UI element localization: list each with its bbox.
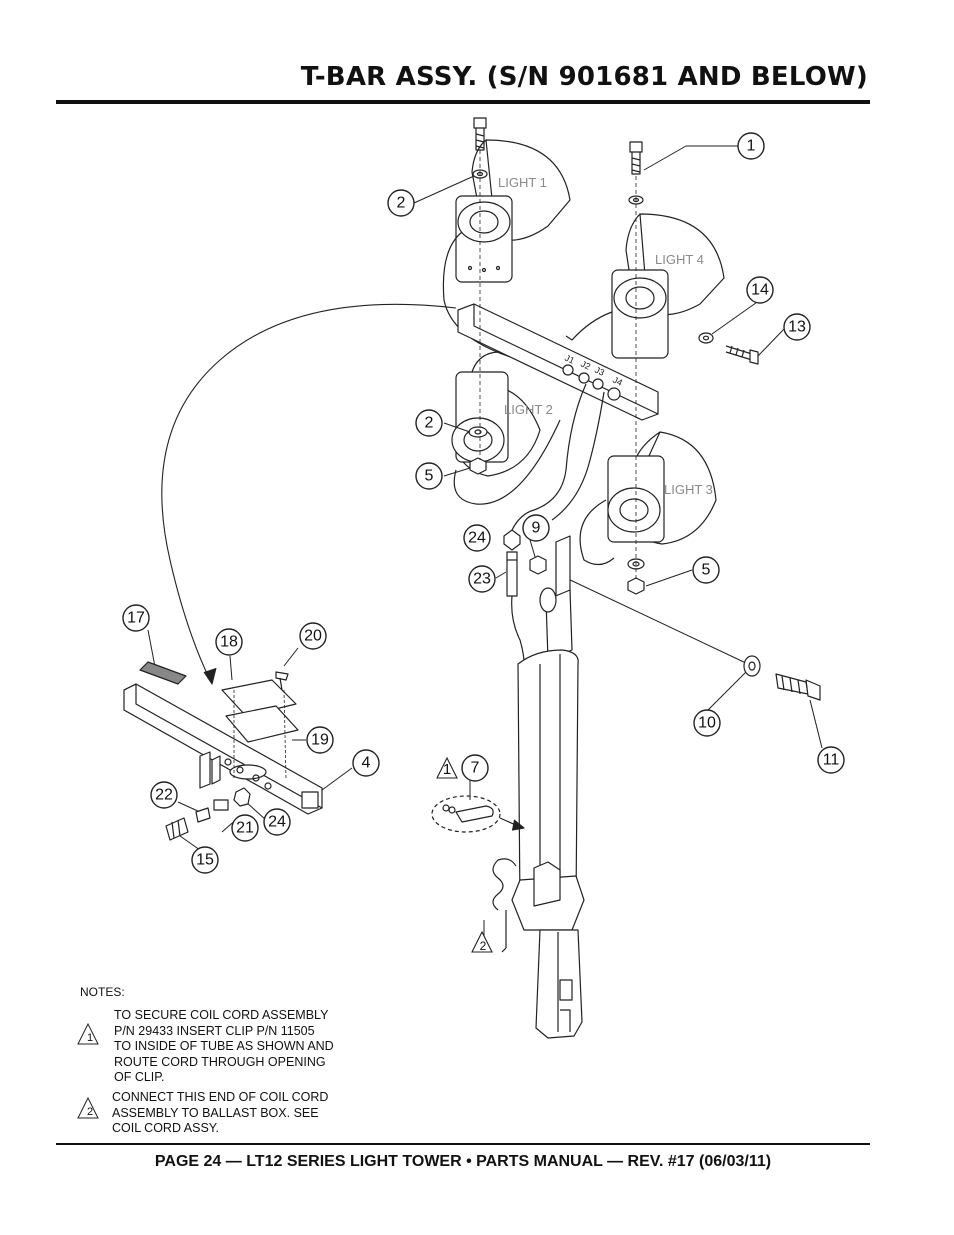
note-marker-1-diagram: 1 <box>436 756 458 779</box>
light-4-fixture <box>565 213 725 359</box>
callout-15: 15 <box>191 846 219 874</box>
svg-text:1: 1 <box>747 138 756 155</box>
jack-label-j4: J4 <box>611 375 624 388</box>
clip-detail <box>431 795 525 833</box>
pivot-bolt <box>743 655 821 701</box>
jack-label-j3: J3 <box>593 365 606 378</box>
note-2-line: COIL CORD ASSY. <box>112 1121 219 1135</box>
callout-23: 23 <box>468 565 496 593</box>
note-1-line: TO INSIDE OF TUBE AS SHOWN AND <box>114 1039 334 1053</box>
mounting-hardware <box>468 117 759 595</box>
callout-14: 14 <box>746 276 774 304</box>
svg-text:24: 24 <box>268 814 286 831</box>
svg-text:11: 11 <box>823 752 840 769</box>
svg-text:5: 5 <box>702 562 711 579</box>
footer-rule <box>56 1143 870 1145</box>
note-marker-2-diagram: 2 <box>471 930 493 953</box>
callout-24b: 24 <box>263 808 291 836</box>
callout-20: 20 <box>299 622 327 650</box>
note-2-line: CONNECT THIS END OF COIL CORD <box>112 1090 329 1104</box>
svg-text:21: 21 <box>236 820 254 837</box>
svg-text:4: 4 <box>362 755 371 772</box>
svg-text:2: 2 <box>480 939 487 953</box>
light-4-label: LIGHT 4 <box>655 252 704 267</box>
note-1-line: ROUTE CORD THROUGH OPENING <box>114 1054 326 1069</box>
svg-text:7: 7 <box>471 760 480 777</box>
light-3-label: LIGHT 3 <box>664 482 713 497</box>
svg-text:13: 13 <box>788 319 806 336</box>
svg-text:19: 19 <box>311 732 329 749</box>
callout-4: 4 <box>352 749 380 777</box>
light-1-label: LIGHT 1 <box>498 175 547 190</box>
plug-assembly <box>503 529 547 681</box>
t-bar-crossbar <box>457 303 659 421</box>
svg-text:5: 5 <box>425 468 434 485</box>
callout-2: 2 <box>387 189 415 217</box>
light-3-fixture <box>579 431 717 566</box>
note-2-text: CONNECT THIS END OF COIL CORD ASSEMBLY T… <box>112 1090 328 1137</box>
page-footer: PAGE 24 — LT12 SERIES LIGHT TOWER • PART… <box>154 1153 772 1170</box>
callout-19: 19 <box>306 726 334 754</box>
t-bar-housing-detail <box>123 661 323 841</box>
callout-5b: 5 <box>692 556 720 584</box>
callout-24: 24 <box>463 524 491 552</box>
light-tower-mast <box>492 535 585 1039</box>
callout-22: 22 <box>150 781 178 809</box>
light-2-label: LIGHT 2 <box>504 402 553 417</box>
notes-heading: NOTES: <box>80 985 125 999</box>
light-1-fixture <box>442 139 571 361</box>
note-marker-2: 2 <box>77 1096 99 1119</box>
callout-9: 9 <box>522 514 550 542</box>
svg-text:10: 10 <box>698 715 716 732</box>
svg-text:18: 18 <box>220 634 238 651</box>
note-marker-1: 1 <box>77 1022 99 1045</box>
svg-text:23: 23 <box>473 571 491 588</box>
svg-text:15: 15 <box>196 852 214 869</box>
svg-text:2: 2 <box>87 1106 93 1118</box>
callout-13: 13 <box>783 313 811 341</box>
svg-text:17: 17 <box>127 610 145 627</box>
callout-1: 1 <box>737 132 765 160</box>
svg-text:2: 2 <box>425 415 434 432</box>
jack-label-j1: J1 <box>563 353 576 366</box>
svg-text:2: 2 <box>397 195 406 212</box>
title-rule <box>56 100 870 104</box>
svg-text:14: 14 <box>751 282 769 299</box>
svg-text:1: 1 <box>443 761 451 778</box>
note-2-line: ASSEMBLY TO BALLAST BOX. SEE <box>112 1105 319 1120</box>
light-2-fixture <box>451 351 561 505</box>
note-1-line: TO SECURE COIL CORD ASSEMBLY <box>114 1008 329 1022</box>
svg-text:1: 1 <box>87 1032 93 1044</box>
callout-11: 11 <box>817 746 845 774</box>
note-1-text: TO SECURE COIL CORD ASSEMBLY P/N 29433 I… <box>114 1008 334 1086</box>
svg-text:22: 22 <box>155 787 173 804</box>
callout-2b: 2 <box>415 409 443 437</box>
note-1-line: P/N 29433 INSERT CLIP P/N 11505 <box>114 1023 315 1038</box>
callout-17: 17 <box>122 604 150 632</box>
callout-10: 10 <box>693 709 721 737</box>
callout-18: 18 <box>215 628 243 656</box>
callout-5: 5 <box>415 462 443 490</box>
svg-text:20: 20 <box>304 628 322 645</box>
note-1-line: OF CLIP. <box>114 1070 165 1084</box>
svg-text:24: 24 <box>468 530 486 547</box>
callout-21: 21 <box>231 814 259 842</box>
page-title: T-BAR ASSY. (S/N 901681 AND BELOW) <box>300 62 868 92</box>
svg-text:9: 9 <box>532 520 541 537</box>
jack-label-j2: J2 <box>579 359 592 372</box>
callout-7: 7 <box>461 754 489 782</box>
